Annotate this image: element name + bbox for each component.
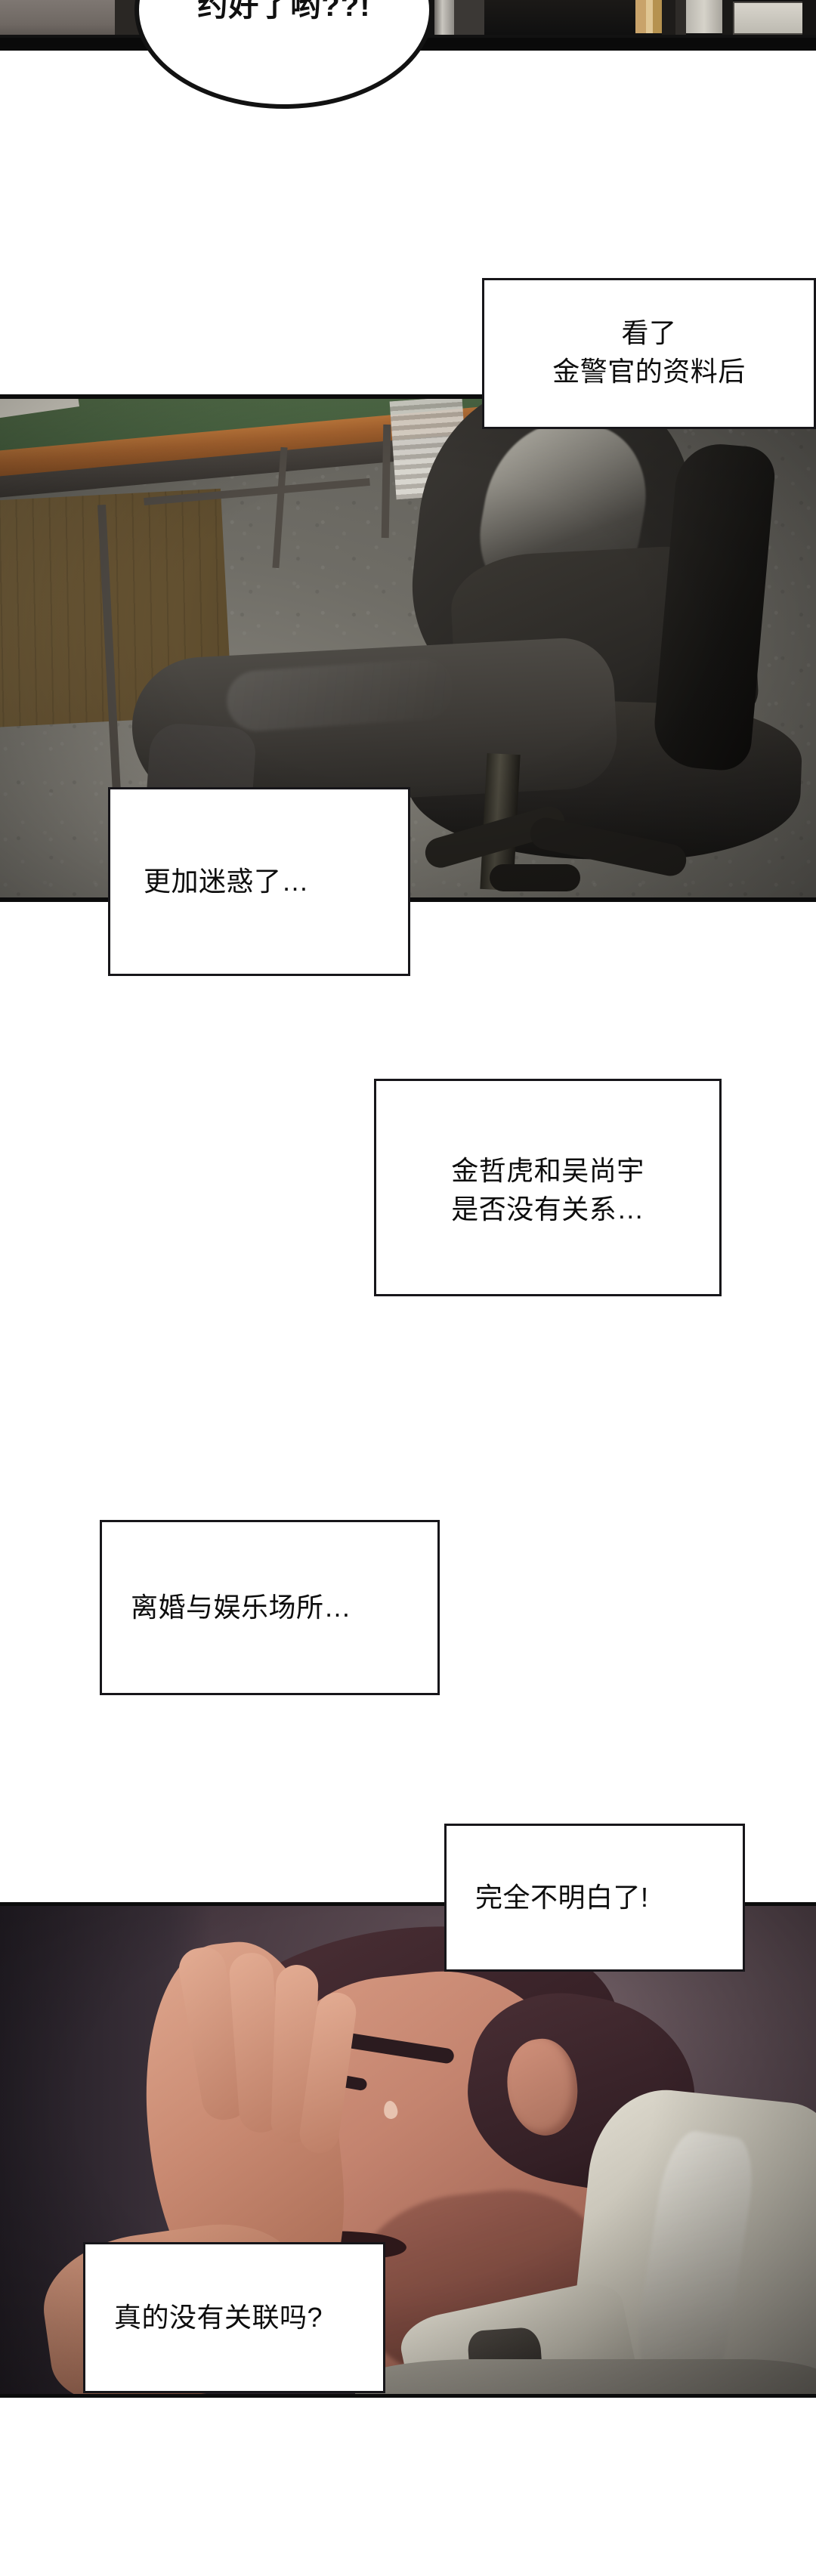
caption-box-3: 金哲虎和吴尚宇 是否没有关系… xyxy=(374,1079,722,1296)
caption-text-2: 更加迷惑了… xyxy=(144,866,310,897)
caption-text-3: 金哲虎和吴尚宇 是否没有关系… xyxy=(451,1154,644,1225)
book-stack-b xyxy=(454,0,484,35)
chair-base-leg-c xyxy=(490,864,580,891)
caption-text-6: 真的没有关联吗? xyxy=(114,2302,323,2334)
speech-bubble-text: 约好了哟??! xyxy=(197,0,371,23)
caption-box-5: 完全不明白了! xyxy=(444,1824,745,1972)
character-shoulder xyxy=(355,2359,816,2394)
caption-text-4: 离婚与娱乐场所… xyxy=(131,1592,352,1623)
book-spine-cream xyxy=(646,0,653,33)
book-spine-tan xyxy=(635,0,646,33)
shelf-board-left xyxy=(0,0,115,35)
speech-bubble: 约好了哟??! xyxy=(134,0,434,109)
book-spine-dark-a xyxy=(662,0,675,35)
caption-box-1: 看了 金警官的资料后 xyxy=(482,278,816,429)
caption-box-4: 离婚与娱乐场所… xyxy=(100,1520,440,1695)
book-spine-dark-b xyxy=(675,0,686,35)
caption-box-6: 真的没有关联吗? xyxy=(83,2242,385,2393)
caption-box-2: 更加迷惑了… xyxy=(108,787,410,976)
book-spine-dark-d xyxy=(802,0,816,35)
caption-text-1: 看了 金警官的资料后 xyxy=(552,317,746,387)
caption-text-5: 完全不明白了! xyxy=(475,1882,649,1913)
book-spine-dark-c xyxy=(722,0,733,35)
framed-item xyxy=(733,2,805,35)
desk-paper-a xyxy=(0,399,80,419)
book-stack-c xyxy=(484,0,635,35)
book-stack-light xyxy=(686,0,722,33)
book-stack-a xyxy=(434,0,454,35)
book-spine-gold xyxy=(653,0,662,33)
